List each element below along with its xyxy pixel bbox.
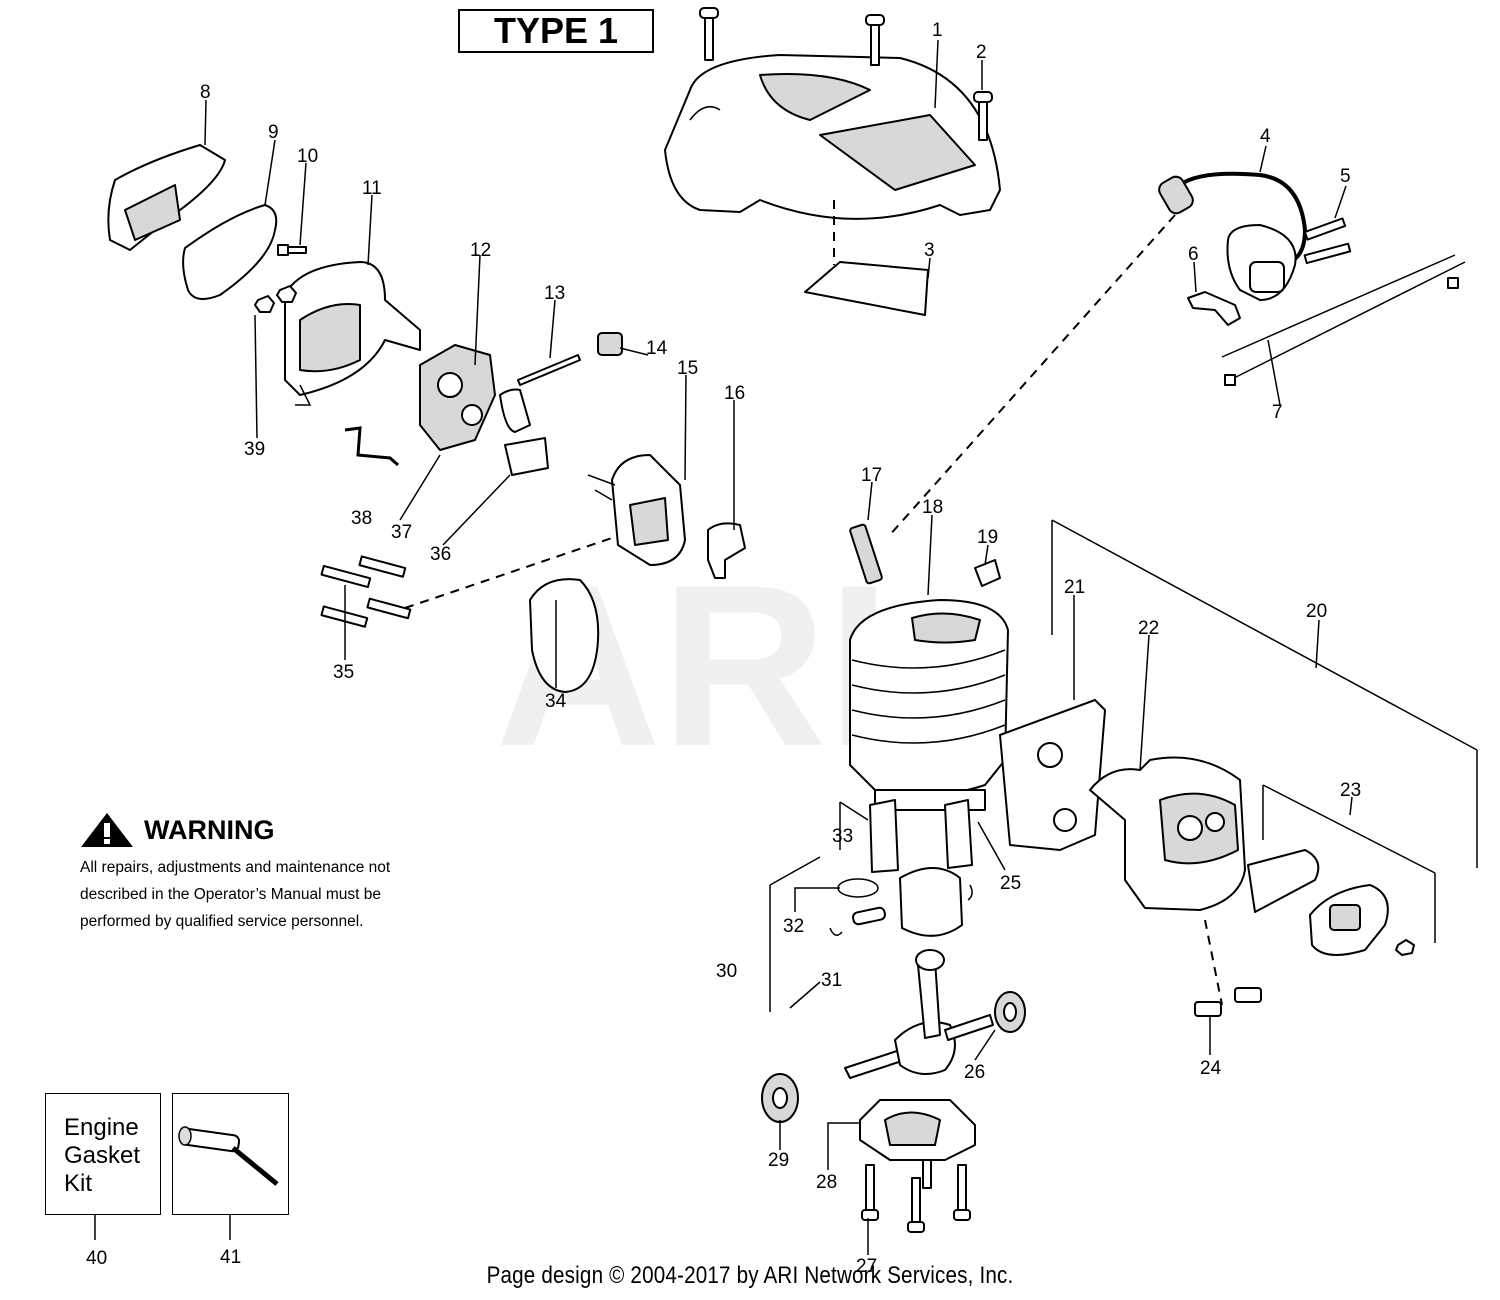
part-bearing-left xyxy=(761,1073,799,1123)
part-number-18: 18 xyxy=(922,497,943,518)
part-number-16: 16 xyxy=(724,383,745,404)
page-footer: Page design © 2004-2017 by ARI Network S… xyxy=(486,1262,1014,1289)
part-number-25: 25 xyxy=(1000,873,1021,894)
part-intake-plate xyxy=(587,454,686,566)
part-number-37: 37 xyxy=(391,522,412,543)
part-number-36: 36 xyxy=(430,544,451,565)
part-intake-seal xyxy=(499,388,531,433)
part-clip xyxy=(974,559,1001,587)
part-circlip xyxy=(829,927,843,936)
part-number-31: 31 xyxy=(821,970,842,991)
part-number-8: 8 xyxy=(200,82,211,103)
part-number-41: 41 xyxy=(220,1247,241,1268)
part-crankshaft xyxy=(844,949,994,1079)
part-pin xyxy=(852,906,886,926)
type-label: TYPE 1 xyxy=(458,9,654,53)
part-number-26: 26 xyxy=(964,1062,985,1083)
part-number-10: 10 xyxy=(297,146,318,167)
part-carb-gasket xyxy=(504,437,549,476)
part-cover-screws xyxy=(699,7,993,141)
part-air-filter xyxy=(182,204,278,300)
part-number-20: 20 xyxy=(1306,601,1327,622)
part-number-14: 14 xyxy=(646,338,668,359)
part-number-30: 30 xyxy=(716,961,737,982)
part-number-7: 7 xyxy=(1272,402,1283,423)
part-number-3: 3 xyxy=(924,240,935,261)
part-number-33: 33 xyxy=(832,826,853,847)
part-crankcase xyxy=(859,1099,976,1161)
part-number-34: 34 xyxy=(545,691,567,712)
part-muffler-gasket xyxy=(999,699,1106,851)
part-air-filter-cover xyxy=(107,144,226,251)
part-carb-housing xyxy=(284,261,421,406)
part-number-39: 39 xyxy=(244,439,265,460)
part-spark-plug xyxy=(849,523,883,585)
part-intake-boot xyxy=(529,578,600,693)
part-number-32: 32 xyxy=(783,916,804,937)
part-base-gasket-b xyxy=(944,799,973,869)
part-number-6: 6 xyxy=(1188,244,1199,265)
part-number-40: 40 xyxy=(86,1248,107,1269)
part-number-28: 28 xyxy=(816,1172,837,1193)
kit-label: Engine Gasket Kit xyxy=(64,1114,141,1197)
part-number-17: 17 xyxy=(861,465,882,486)
part-base-gasket-a xyxy=(869,799,899,873)
leader-lines xyxy=(94,39,1353,1255)
part-number-21: 21 xyxy=(1064,577,1085,598)
part-filter-pad xyxy=(804,261,929,316)
part-number-22: 22 xyxy=(1138,618,1159,639)
part-muffler-nut xyxy=(1395,939,1415,956)
part-bolts xyxy=(320,555,412,628)
part-nuts xyxy=(254,285,297,313)
part-number-24: 24 xyxy=(1200,1058,1222,1079)
part-carburetor xyxy=(419,344,496,451)
part-number-29: 29 xyxy=(768,1150,789,1171)
part-number-15: 15 xyxy=(677,358,698,379)
part-number-11: 11 xyxy=(362,178,382,199)
part-number-2: 2 xyxy=(976,42,987,63)
part-ignition-screws xyxy=(1303,217,1352,265)
part-number-35: 35 xyxy=(333,662,354,683)
part-number-4: 4 xyxy=(1260,126,1271,147)
part-bracket xyxy=(1187,291,1241,326)
spark-plug-wrench-box xyxy=(172,1093,289,1215)
part-muffler xyxy=(1089,756,1246,911)
part-filter-bolt xyxy=(277,244,307,256)
part-wire-harness xyxy=(1221,254,1466,386)
part-spark-screen xyxy=(1247,849,1320,913)
engine-gasket-kit-box: Engine Gasket Kit xyxy=(45,1093,161,1215)
warning-text: All repairs, adjustments and maintenance… xyxy=(80,859,391,930)
part-link xyxy=(344,426,399,467)
part-number-1: 1 xyxy=(932,20,943,41)
part-number-23: 23 xyxy=(1340,780,1361,801)
plug-wrench-icon xyxy=(178,1126,279,1186)
part-bearing xyxy=(994,991,1026,1033)
part-number-27: 27 xyxy=(856,1256,877,1277)
part-number-19: 19 xyxy=(977,527,998,548)
part-number-9: 9 xyxy=(268,122,279,143)
part-number-5: 5 xyxy=(1340,166,1351,187)
warning-notice: WARNING All repairs, adjustments and mai… xyxy=(80,812,440,935)
part-ring xyxy=(837,878,879,898)
part-number-13: 13 xyxy=(544,283,565,304)
part-muffler-cover xyxy=(1309,884,1389,956)
part-number-38: 38 xyxy=(351,508,372,529)
part-number-12: 12 xyxy=(470,240,491,261)
part-intake-gasket xyxy=(707,522,746,579)
part-case-screws xyxy=(861,1159,971,1233)
part-ignition-module xyxy=(1158,171,1308,301)
part-rod xyxy=(517,354,581,386)
part-muffler-screws xyxy=(1194,987,1262,1017)
part-primer xyxy=(597,332,623,356)
warning-triangle-icon xyxy=(81,813,133,847)
warning-title: WARNING xyxy=(144,814,275,845)
part-cylinder xyxy=(849,599,1009,811)
part-piston xyxy=(899,867,963,937)
part-top-cover xyxy=(664,54,1001,220)
